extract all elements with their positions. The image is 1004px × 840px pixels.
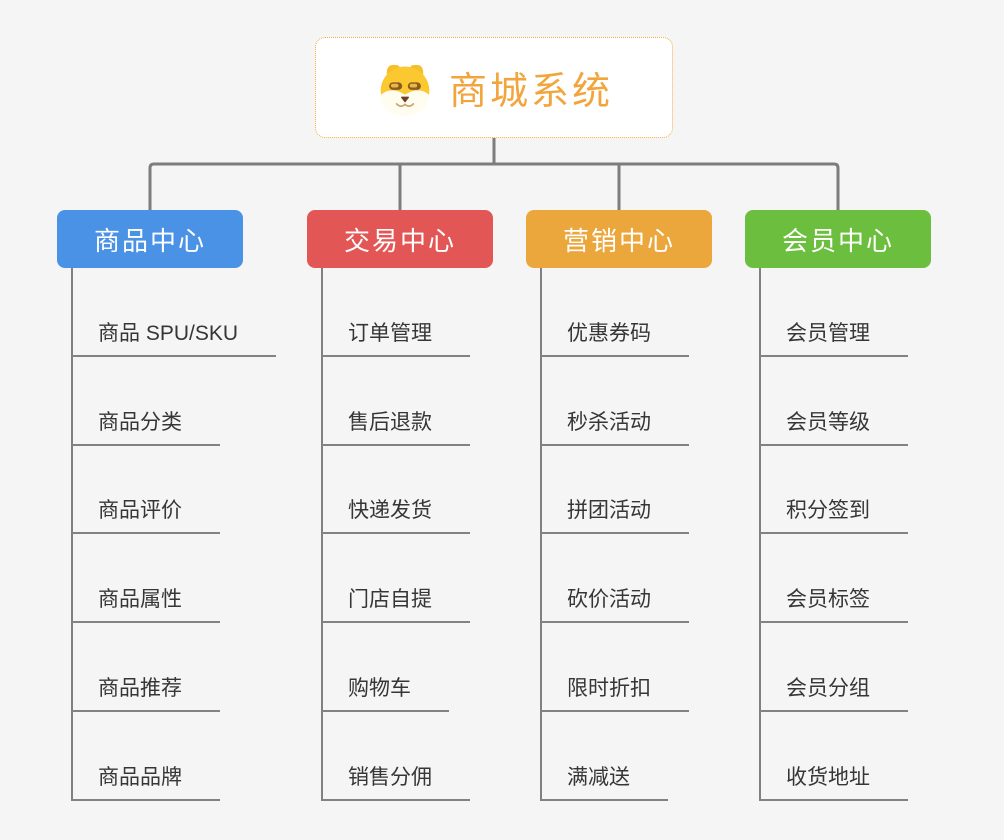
branch-spine-line xyxy=(759,268,761,801)
sub-topic: 会员管理 xyxy=(760,268,908,357)
sub-topic: 订单管理 xyxy=(322,268,470,357)
sub-topic: 商品 SPU/SKU xyxy=(72,268,277,357)
root-node: 商城系统 xyxy=(315,37,673,138)
branch-header-trade-center: 交易中心 xyxy=(307,210,493,268)
branch-header-marketing-center: 营销中心 xyxy=(526,210,712,268)
branch-column-product-center: 商品 SPU/SKU 商品分类 商品评价 商品属性 商品推荐 商品品牌 xyxy=(72,268,277,801)
sub-topic: 会员等级 xyxy=(760,357,908,446)
sub-topic: 商品推荐 xyxy=(72,623,220,712)
sub-topic: 秒杀活动 xyxy=(541,357,689,446)
sub-topic: 门店自提 xyxy=(322,534,470,624)
sub-topic: 商品属性 xyxy=(72,534,220,624)
sub-topic: 商品评价 xyxy=(72,446,220,535)
sub-topic: 积分签到 xyxy=(760,446,908,535)
branch-column-marketing-center: 优惠券码 秒杀活动 拼团活动 砍价活动 限时折扣 满减送 xyxy=(541,268,689,801)
branch-spine-line xyxy=(321,268,323,801)
branch-spine-line xyxy=(71,268,73,801)
branch-header-product-center: 商品中心 xyxy=(57,210,243,268)
branch-header-member-center: 会员中心 xyxy=(745,210,931,268)
sub-topic: 会员标签 xyxy=(760,534,908,624)
sub-topic: 销售分佣 xyxy=(322,712,470,801)
sub-topic: 拼团活动 xyxy=(541,446,689,535)
sub-topic: 商品分类 xyxy=(72,357,220,446)
branch-column-member-center: 会员管理 会员等级 积分签到 会员标签 会员分组 收货地址 xyxy=(760,268,908,801)
branch-spine-line xyxy=(540,268,542,801)
sub-topic: 收货地址 xyxy=(760,712,908,801)
sub-topic: 购物车 xyxy=(322,623,449,712)
sub-topic: 优惠券码 xyxy=(541,268,689,357)
shiba-dog-icon xyxy=(375,59,435,117)
sub-topic: 限时折扣 xyxy=(541,623,689,712)
sub-topic: 售后退款 xyxy=(322,357,470,446)
sub-topic: 满减送 xyxy=(541,712,668,801)
branch-column-trade-center: 订单管理 售后退款 快递发货 门店自提 购物车 销售分佣 xyxy=(322,268,470,801)
sub-topic: 会员分组 xyxy=(760,623,908,712)
root-title: 商城系统 xyxy=(448,71,613,113)
sub-topic: 快递发货 xyxy=(322,446,470,535)
sub-topic: 砍价活动 xyxy=(541,534,689,624)
sub-topic: 商品品牌 xyxy=(72,712,220,801)
